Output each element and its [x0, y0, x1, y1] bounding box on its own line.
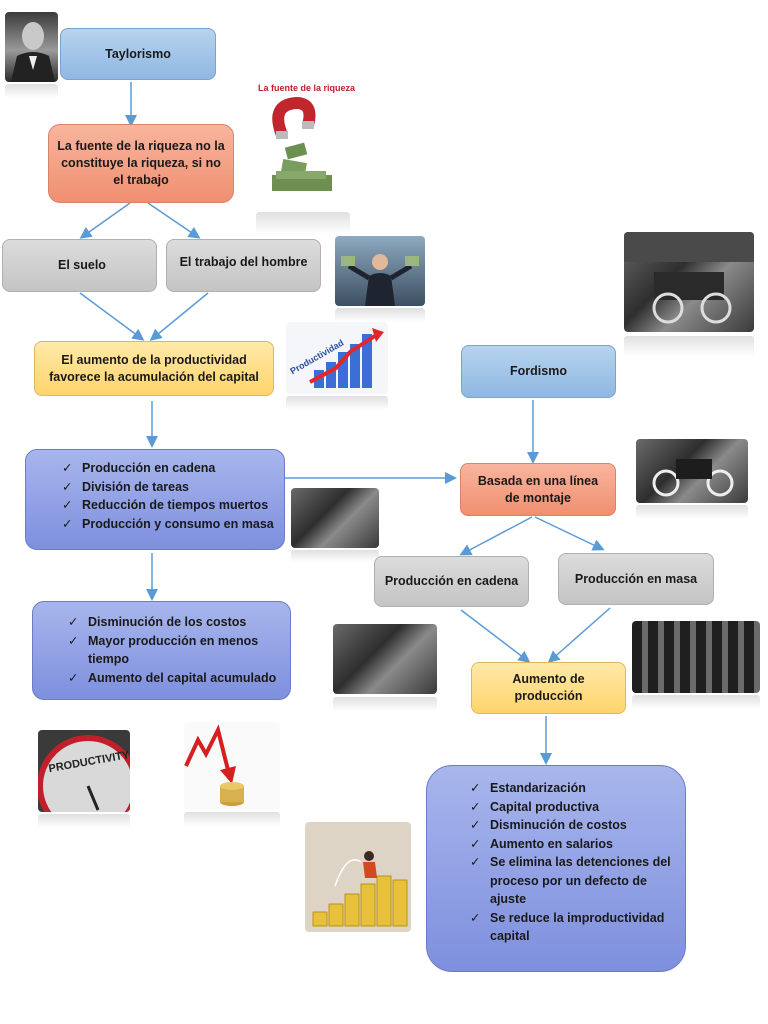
list-item: Mayor producción en menos tiempo [68, 632, 283, 669]
magnet-caption: La fuente de la riqueza [258, 83, 356, 93]
car-workers-photo [636, 439, 748, 503]
mass-cars-photo [632, 621, 760, 693]
list-item: Disminución de costos [470, 816, 675, 835]
rising-chart-icon: Productividad [288, 328, 384, 388]
produccion-cadena-text: Producción en cadena [384, 574, 519, 589]
list-item: Producción en cadena [62, 459, 277, 478]
factory-workers-reflection [291, 550, 379, 562]
businessman-icon [341, 254, 419, 306]
gauge-icon: PRODUCTIVITY [38, 735, 130, 812]
arrow-cadena-aumento [460, 609, 531, 663]
list-item: Capital productiva [470, 798, 675, 817]
ford-list3: Estandarización Capital productiva Dismi… [470, 779, 675, 946]
list-item: Aumento del capital acumulado [68, 669, 283, 688]
falling-arrow-icon [184, 724, 244, 806]
businessman-money-image [335, 236, 425, 306]
productivity-gauge-image: PRODUCTIVITY [38, 730, 130, 812]
falling-coins-image [184, 722, 280, 810]
car-wheel-icon [652, 459, 734, 497]
linea-montaje-text: Basada en una línea de montaje [477, 473, 599, 505]
list-item: Se reduce la improductividad capital [470, 909, 675, 946]
suelo-text: El suelo [58, 258, 106, 273]
list-item: Aumento en salarios [470, 835, 675, 854]
arrow-linea-masa [534, 516, 605, 551]
car-assembly-photo [624, 232, 754, 332]
climbing-coins-image [305, 822, 411, 932]
linea-montaje-box: Basada en una línea de montaje [460, 463, 616, 516]
trabajo-hombre-text: El trabajo del hombre [179, 255, 308, 269]
arrow-masa-aumento [547, 607, 611, 663]
taylor-list1: Producción en cadena División de tareas … [62, 459, 277, 533]
fuente-riqueza-text: La fuente de la riqueza no la constituye… [57, 139, 225, 187]
fordismo-title: Fordismo [510, 364, 567, 379]
assembly-workers-photo [333, 624, 437, 694]
vintage-car-icon [624, 232, 754, 324]
productividad-reflection [286, 396, 388, 410]
arrow-riqueza-trabajo [147, 202, 201, 239]
coin-stairs-icon [312, 851, 408, 927]
taylor-list2: Disminución de los costos Mayor producci… [68, 613, 283, 687]
produccion-cadena-box: Producción en cadena [374, 556, 529, 607]
list-item: Reducción de tiempos muertos [62, 496, 277, 515]
trabajo-hombre-box: El trabajo del hombre [166, 239, 321, 292]
assembly-reflection [624, 336, 754, 356]
produccion-masa-box: Producción en masa [558, 553, 714, 605]
magnet-reflection [256, 212, 350, 234]
list-item: División de tareas [62, 478, 277, 497]
suelo-box: El suelo [2, 239, 157, 292]
fordismo-title-box: Fordismo [461, 345, 616, 398]
list-item: Disminución de los costos [68, 613, 283, 632]
productividad-chart-image: Productividad [286, 322, 388, 394]
gauge-reflection [38, 814, 130, 828]
list-item: Se elimina las detenciones del proceso p… [470, 853, 675, 909]
aumento-productividad-box: El aumento de la productividad favorece … [34, 341, 274, 396]
coins-reflection [184, 812, 280, 826]
arrow-linea-cadena [459, 516, 533, 556]
list-item: Producción y consumo en masa [62, 515, 277, 534]
taylor-portrait-image [5, 12, 58, 82]
portrait-figure-icon [11, 22, 55, 82]
taylorismo-title-box: Taylorismo [60, 28, 216, 80]
arrow-suelo-aumento [79, 292, 145, 341]
fuente-riqueza-box: La fuente de la riqueza no la constituye… [48, 124, 234, 203]
taylorismo-title: Taylorismo [105, 46, 171, 61]
aumento-produccion-box: Aumento de producción [471, 662, 626, 714]
arrow-trabajo-aumento [149, 292, 209, 341]
mass-cars-reflection [632, 695, 760, 709]
businessman-reflection [335, 308, 425, 322]
arrow-riqueza-suelo [79, 202, 131, 239]
aumento-produccion-text: Aumento de producción [512, 672, 585, 703]
magnet-money-image [262, 95, 346, 197]
list-item: Estandarización [470, 779, 675, 798]
aumento-productividad-text: El aumento de la productividad favorece … [49, 352, 259, 384]
factory-workers-photo [291, 488, 379, 548]
assembly-workers-reflection [333, 697, 437, 711]
car-workers-reflection [636, 505, 748, 519]
produccion-masa-text: Producción en masa [574, 571, 698, 586]
portrait-reflection [5, 84, 58, 98]
magnet-icon [272, 96, 332, 191]
